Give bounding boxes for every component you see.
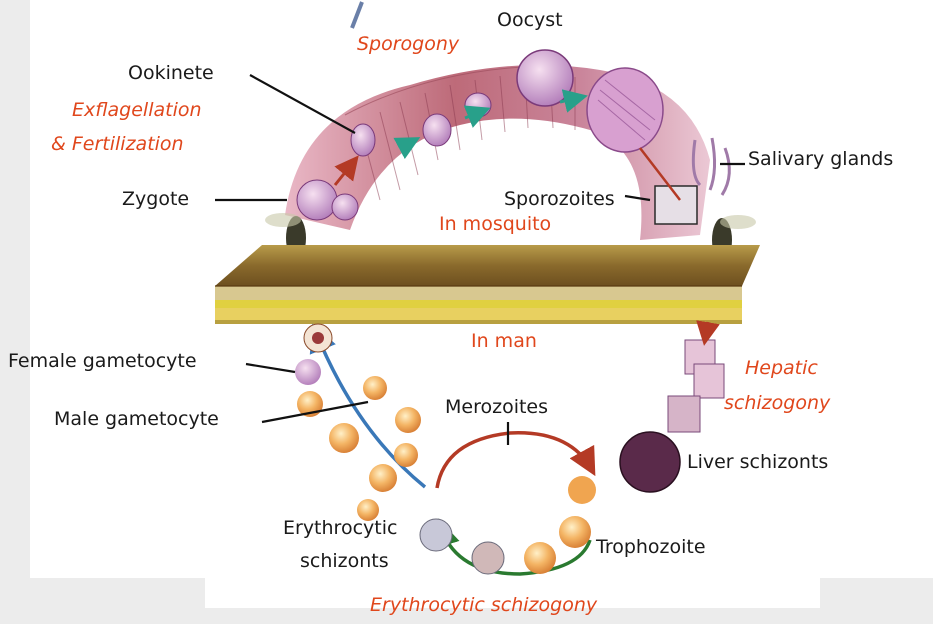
stage-label-hepatic: Hepatic — [745, 357, 818, 379]
oocyst-cell — [517, 50, 573, 106]
host-label-in-man: In man — [471, 330, 537, 352]
label-liver-schizonts: Liver schizonts — [687, 451, 828, 473]
label-salivary-glands: Salivary glands — [748, 148, 893, 170]
liver-schizont-cell — [620, 432, 680, 492]
stage-label-exflagellation: Exflagellation — [72, 99, 202, 121]
label-erythrocytic: Erythrocytic — [283, 517, 397, 539]
label-zygote: Zygote — [122, 188, 189, 210]
label-merozoites: Merozoites — [445, 396, 548, 418]
stage-label-sporogony: Sporogony — [357, 33, 459, 55]
label-schizonts: schizonts — [300, 550, 389, 572]
label-sporozoites: Sporozoites — [504, 188, 615, 210]
label-trophozoite: Trophozoite — [596, 536, 706, 558]
stage-label-erythrocytic-schizogony: Erythrocytic schizogony — [370, 594, 597, 616]
label-ookinete: Ookinete — [128, 62, 214, 84]
host-label-in-mosquito: In mosquito — [439, 213, 551, 235]
stage-label-fertilization: & Fertilization — [51, 133, 184, 155]
stage-label-schizogony: schizogony — [724, 392, 830, 414]
label-male-gametocyte: Male gametocyte — [54, 408, 219, 430]
label-oocyst: Oocyst — [497, 9, 563, 31]
human-skin-layer — [215, 245, 760, 324]
label-female-gametocyte: Female gametocyte — [8, 350, 197, 372]
sporozoites-inset — [655, 186, 697, 224]
